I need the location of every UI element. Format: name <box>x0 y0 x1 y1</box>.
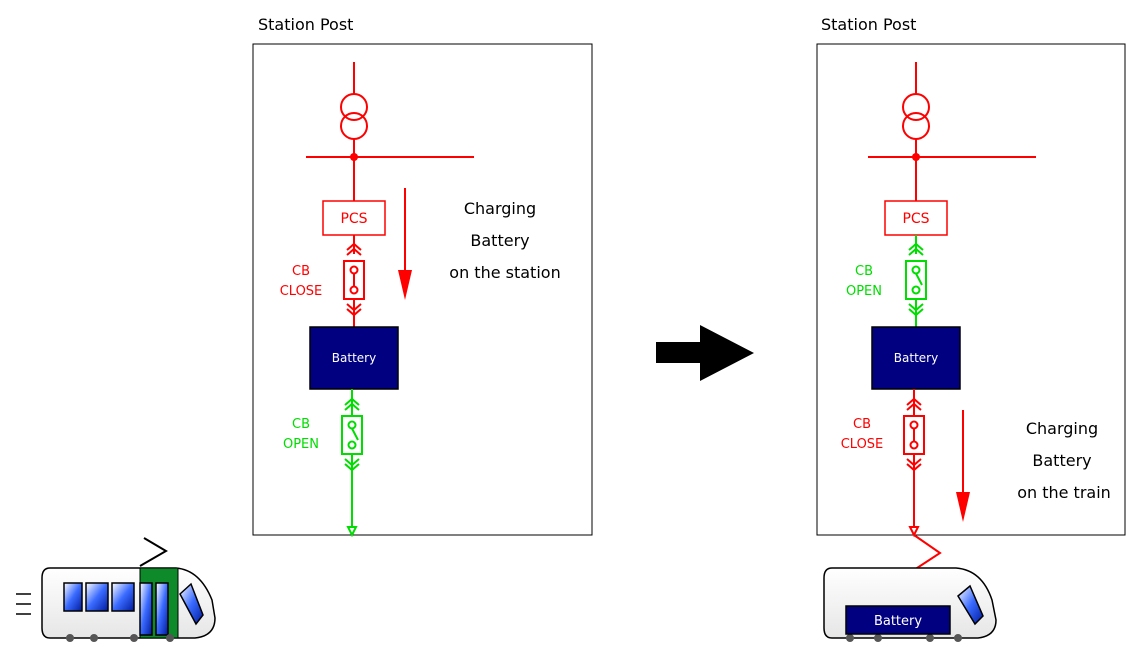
train-battery-label: Battery <box>874 614 922 629</box>
circuit-breaker-upper <box>343 235 365 327</box>
cb-upper-label-line1: CB <box>855 264 873 279</box>
charging-flow-arrow <box>956 410 970 522</box>
train-battery-box <box>845 605 951 635</box>
note-line3: on the station <box>449 263 560 282</box>
station-post-frame <box>252 43 593 536</box>
left-panel: Station Post PCS CB CL <box>252 15 593 538</box>
pantograph-link <box>913 534 942 571</box>
pcs-label: PCS <box>902 211 929 227</box>
circuit-breaker-lower <box>341 389 363 538</box>
note-line1: Charging <box>1026 419 1098 438</box>
panel-title: Station Post <box>821 15 916 34</box>
battery-label: Battery <box>894 351 938 365</box>
train-left-icon <box>16 537 216 642</box>
panel-title: Station Post <box>258 15 353 34</box>
charging-flow-arrow <box>398 188 412 300</box>
cb-lower-label-line1: CB <box>853 417 871 432</box>
right-panel: Station Post PCS CB OPEN <box>816 15 1126 636</box>
circuit-breaker-upper <box>905 235 927 327</box>
note-line2: Battery <box>1032 451 1091 470</box>
battery-label: Battery <box>332 351 376 365</box>
note-line1: Charging <box>464 199 536 218</box>
battery-box <box>871 326 961 390</box>
transition-arrow-icon <box>656 325 754 381</box>
cb-upper-label-line2: CLOSE <box>280 284 323 299</box>
pcs-label: PCS <box>340 211 367 227</box>
note-line3: on the train <box>1017 483 1111 502</box>
note-line2: Battery <box>470 231 529 250</box>
cb-upper-label-line1: CB <box>292 264 310 279</box>
pcs-box <box>322 200 386 236</box>
cb-lower-label-line1: CB <box>292 417 310 432</box>
cb-lower-label-line2: OPEN <box>283 437 319 452</box>
battery-box <box>309 326 399 390</box>
station-post-frame <box>816 43 1126 536</box>
cb-lower-label-line2: CLOSE <box>841 437 884 452</box>
circuit-breaker-lower <box>903 389 925 538</box>
cb-upper-label-line2: OPEN <box>846 284 882 299</box>
